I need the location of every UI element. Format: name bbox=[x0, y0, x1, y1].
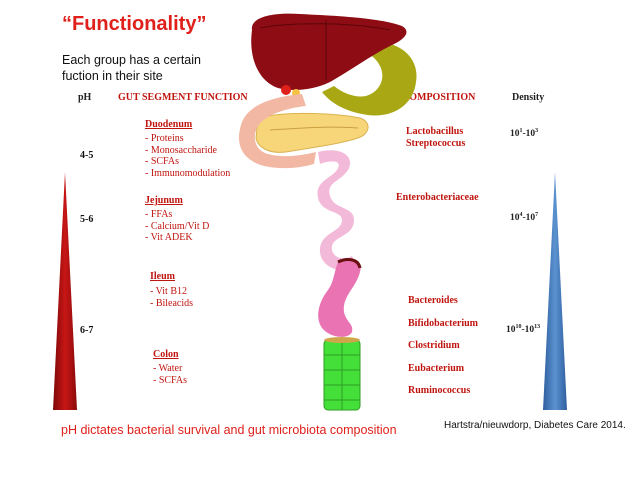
segment-jejunum: Jejunum - FFAs - Calcium/Vit D - Vit ADE… bbox=[145, 195, 209, 244]
ph-level-4-5: 4-5 bbox=[80, 150, 94, 161]
function-item: - Immunomodulation bbox=[145, 167, 231, 179]
composition-duodenum: Lactobacillus Streptococcus bbox=[406, 126, 465, 149]
bacteria-item: Bifidobacterium bbox=[408, 317, 478, 329]
segment-duodenum: Duodenum - Proteins - Monosaccharide - S… bbox=[145, 119, 230, 179]
jejunum-icon bbox=[317, 150, 356, 270]
colon-icon bbox=[323, 337, 361, 411]
ph-gradient-triangle bbox=[53, 172, 77, 410]
function-item: - Proteins bbox=[145, 133, 184, 144]
citation: Hartstra/nieuwdorp, Diabetes Care 2014. bbox=[444, 420, 626, 431]
bacteria-item: Lactobacillus bbox=[406, 126, 464, 137]
duodenum-icon bbox=[238, 94, 316, 169]
composition-jejunum: Enterobacteriaceae bbox=[396, 192, 479, 204]
slide-subtitle: Each group has a certain fuction in thei… bbox=[62, 53, 201, 83]
function-item: - Vit ADEK bbox=[145, 232, 193, 243]
function-item: - Vit B12 bbox=[150, 286, 187, 297]
function-item: - SCFAs bbox=[145, 156, 179, 167]
segment-title: Colon bbox=[153, 349, 179, 360]
segment-function-list: - FFAs - Calcium/Vit D - Vit ADEK bbox=[145, 209, 209, 244]
function-item: - Calcium/Vit D bbox=[145, 220, 210, 232]
header-composition: COMPOSITION bbox=[402, 92, 476, 103]
segment-title: Ileum bbox=[150, 271, 175, 282]
segment-function-list: - Water - SCFAs bbox=[153, 363, 187, 386]
pancreas-icon bbox=[255, 112, 369, 153]
gallbladder-icon bbox=[322, 41, 417, 116]
liver-icon bbox=[251, 13, 407, 97]
header-ph: pH bbox=[78, 92, 92, 103]
density-value-3: 1010-1013 bbox=[506, 324, 541, 336]
segment-title: Jejunum bbox=[145, 195, 183, 206]
header-gut-segment-function: GUT SEGMENT FUNCTION bbox=[118, 92, 248, 103]
segment-function-list: - Vit B12 - Bileacids bbox=[150, 286, 193, 309]
ph-level-6-7: 6-7 bbox=[80, 325, 94, 336]
density-value-2: 104-107 bbox=[510, 212, 539, 224]
bacteria-item: Ruminococcus bbox=[408, 385, 471, 396]
segment-colon: Colon - Water - SCFAs bbox=[153, 349, 187, 386]
function-item: - Water bbox=[153, 363, 183, 374]
segment-ileum: Ileum - Vit B12 - Bileacids bbox=[150, 271, 193, 309]
segment-title: Duodenum bbox=[145, 119, 193, 130]
slide-title: “Functionality” bbox=[62, 13, 207, 35]
bacteria-item: Streptococcus bbox=[406, 137, 466, 149]
bacteria-item: Enterobacteriaceae bbox=[396, 192, 479, 203]
header-density: Density bbox=[512, 92, 545, 103]
ph-level-5-6: 5-6 bbox=[80, 214, 94, 225]
function-item: - SCFAs bbox=[153, 374, 187, 386]
function-item: - FFAs bbox=[145, 209, 173, 220]
segment-function-list: - Proteins - Monosaccharide - SCFAs - Im… bbox=[145, 133, 230, 179]
bacteria-item: Clostridium bbox=[408, 340, 460, 351]
footer-caption: pH dictates bacterial survival and gut m… bbox=[61, 423, 397, 437]
function-item: - Monosaccharide bbox=[145, 144, 217, 156]
composition-colon: Bacteroides Bifidobacterium Clostridium … bbox=[408, 290, 478, 403]
density-gradient-triangle bbox=[543, 172, 567, 410]
function-item: - Bileacids bbox=[150, 297, 194, 309]
bacteria-item: Eubacterium bbox=[408, 362, 465, 374]
ileum-icon bbox=[318, 258, 362, 337]
bacteria-item: Bacteroides bbox=[408, 295, 458, 306]
density-value-1: 101-103 bbox=[510, 128, 539, 140]
gut-anatomy-illustration bbox=[238, 13, 417, 411]
